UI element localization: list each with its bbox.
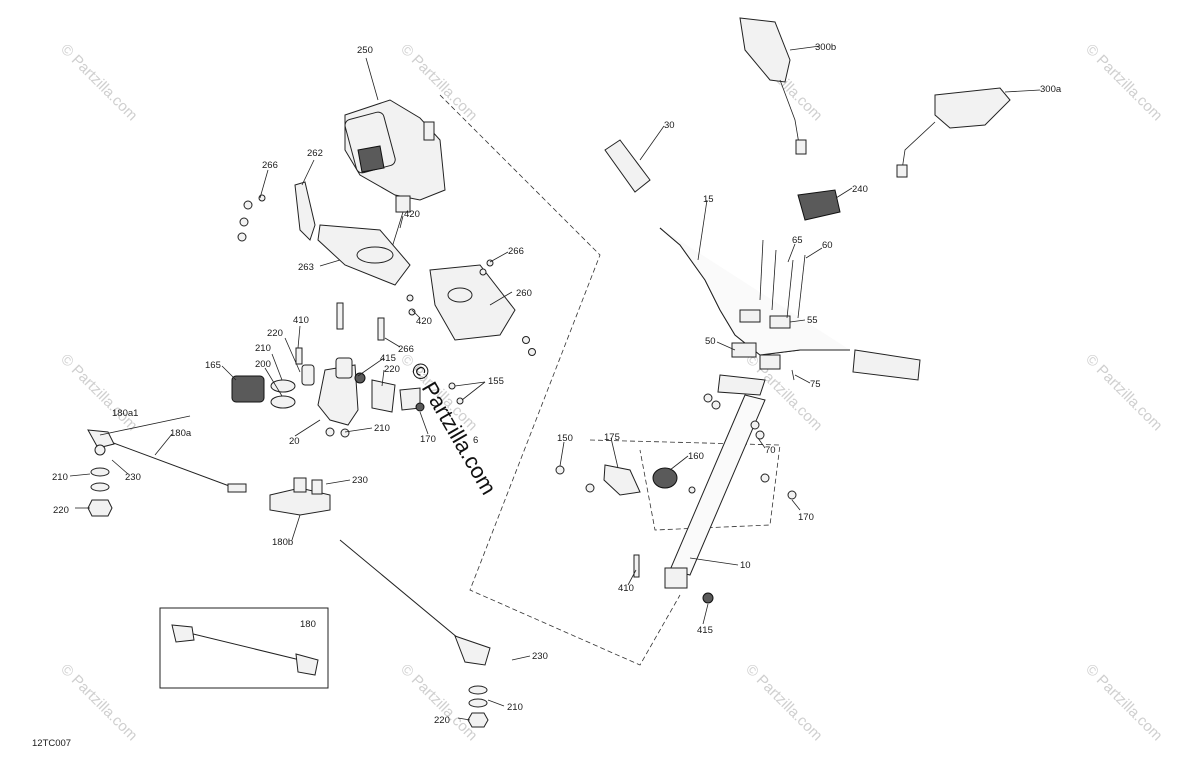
label-220: 220: [53, 505, 69, 516]
assembly-outlines: [439, 94, 781, 666]
part-labels: 250 262 266 263 420 266 260 420 266 410 …: [52, 42, 1062, 726]
column-bracket: [555, 464, 696, 496]
mirrors: [739, 17, 1011, 178]
label-415: 415: [380, 353, 396, 364]
label-210: 210: [507, 702, 523, 713]
label-220: 220: [434, 715, 450, 726]
lower-column-parts: [231, 347, 464, 438]
label-240: 240: [852, 184, 868, 195]
label-210: 210: [52, 472, 68, 483]
label-415: 415: [697, 625, 713, 636]
label-180b: 180b: [272, 537, 293, 548]
label-220: 220: [384, 364, 400, 375]
label-230: 230: [532, 651, 548, 662]
watermark-tile: © Partzilla.com: [57, 661, 140, 744]
leader-lines: [69, 45, 1041, 721]
label-10: 10: [740, 560, 751, 571]
label-220: 220: [267, 328, 283, 339]
label-420: 420: [404, 209, 420, 220]
watermark-tile: © Partzilla.com: [57, 351, 140, 434]
handlebar: [659, 227, 921, 381]
label-50: 50: [705, 336, 716, 347]
label-263: 263: [298, 262, 314, 273]
label-420: 420: [416, 316, 432, 327]
label-75: 75: [810, 379, 821, 390]
label-262: 262: [307, 148, 323, 159]
label-230: 230: [125, 472, 141, 483]
power-steering-unit: [344, 99, 446, 271]
steering-column: [633, 374, 797, 604]
label-55: 55: [807, 315, 818, 326]
diagram-code: 12TC007: [32, 738, 71, 749]
label-266: 266: [508, 246, 524, 257]
label-210: 210: [374, 423, 390, 434]
label-300a: 300a: [1040, 84, 1062, 95]
label-180a1: 180a1: [112, 408, 138, 419]
steering-column-outline: [439, 94, 681, 666]
label-410: 410: [618, 583, 634, 594]
watermark-tile: © Partzilla.com: [1082, 661, 1165, 744]
label-410: 410: [293, 315, 309, 326]
label-266: 266: [262, 160, 278, 171]
label-155: 155: [488, 376, 504, 387]
label-180: 180: [300, 619, 316, 630]
label-266: 266: [398, 344, 414, 355]
bracket-outline: [589, 439, 781, 531]
grip-and-switch: [604, 139, 841, 221]
label-60: 60: [822, 240, 833, 251]
label-230: 230: [352, 475, 368, 486]
label-30: 30: [664, 120, 675, 131]
inset-tie-rod-assembly: [159, 607, 329, 689]
label-6: 6: [473, 435, 478, 446]
watermark-tile: © Partzilla.com: [397, 661, 480, 744]
tie-rods: [87, 429, 491, 728]
label-70: 70: [765, 445, 776, 456]
label-175: 175: [604, 432, 620, 443]
watermark-tile: © Partzilla.com: [57, 41, 140, 124]
watermark-tile: © Partzilla.com: [742, 661, 825, 744]
label-200: 200: [255, 359, 271, 370]
label-170: 170: [798, 512, 814, 523]
label-170: 170: [420, 434, 436, 445]
mount-brackets: [294, 181, 516, 341]
label-210: 210: [255, 343, 271, 354]
label-15: 15: [703, 194, 714, 205]
label-65: 65: [792, 235, 803, 246]
label-180a: 180a: [170, 428, 192, 439]
label-20: 20: [289, 436, 300, 447]
label-260: 260: [516, 288, 532, 299]
watermark-tile: © Partzilla.com: [1082, 41, 1165, 124]
label-250: 250: [357, 45, 373, 56]
label-160: 160: [688, 451, 704, 462]
label-165: 165: [205, 360, 221, 371]
watermark-tile: © Partzilla.com: [1082, 351, 1165, 434]
label-150: 150: [557, 433, 573, 444]
label-300b: 300b: [815, 42, 836, 53]
